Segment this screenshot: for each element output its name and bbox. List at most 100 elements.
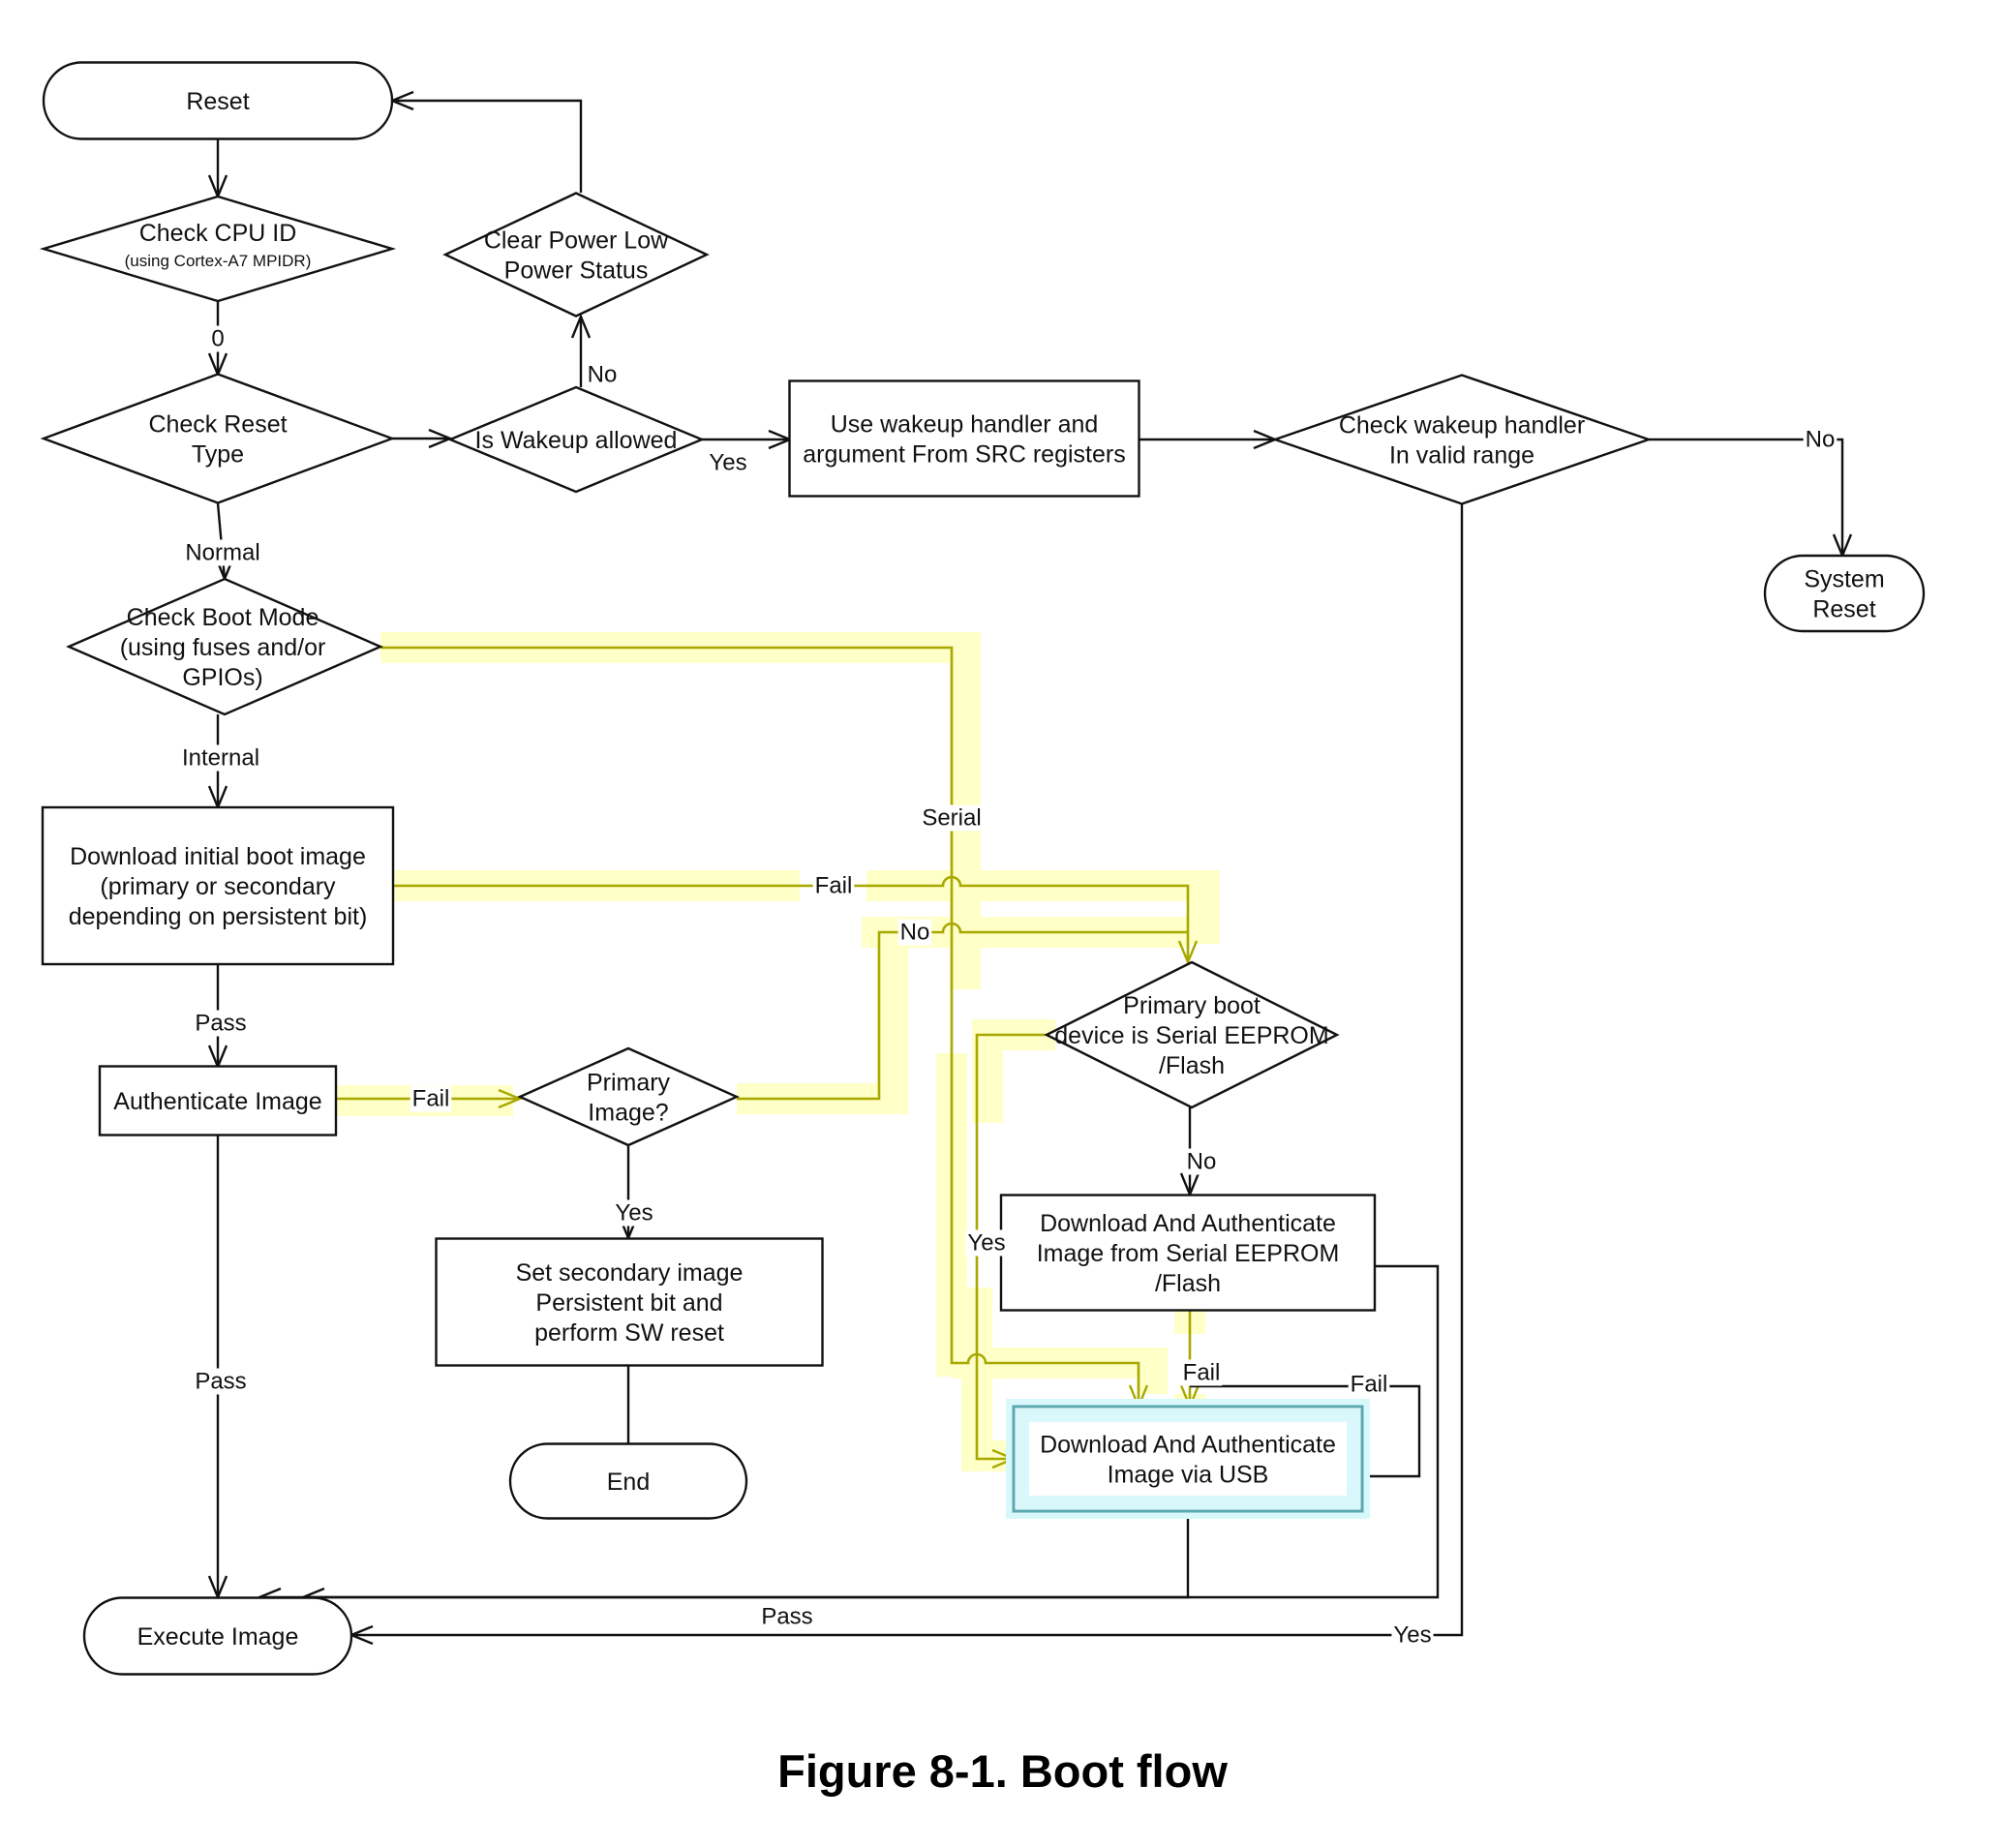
node-execute-image[interactable]: Execute Image — [82, 1596, 353, 1676]
edge-label-background — [193, 1010, 249, 1037]
node-sublabel: (using Cortex-A7 MPIDR) — [125, 252, 312, 270]
highlight-halo — [972, 1019, 1055, 1123]
node-label: device is Serial EEPROM — [1054, 1022, 1328, 1049]
edge-label-background — [1348, 1371, 1390, 1398]
node-check-cpu-id[interactable]: Check CPU ID(using Cortex-A7 MPIDR) — [39, 195, 397, 303]
edge-clear-to-reset[interactable] — [388, 90, 583, 193]
edge-reset-to-cpu[interactable] — [207, 138, 228, 200]
edge-label-text: No — [1187, 1149, 1217, 1175]
edge-download-fail[interactable] — [392, 875, 1199, 966]
node-label: End — [607, 1469, 650, 1496]
edge-label-background — [410, 1085, 452, 1112]
terminator-shape — [42, 61, 394, 140]
edge-label-wakeup-yes: Yes — [709, 450, 746, 476]
node-label: /Flash — [1155, 1270, 1221, 1297]
node-end[interactable]: End — [508, 1442, 748, 1520]
node-label: In valid range — [1389, 442, 1534, 470]
edge-label-text: Fail — [1351, 1372, 1388, 1398]
node-label: (using fuses and/or — [120, 634, 326, 661]
decision-shape — [442, 192, 710, 318]
edge-line — [351, 503, 1464, 1637]
process-shape — [98, 1065, 338, 1136]
process-shape — [788, 379, 1140, 498]
edge-label-boot-device-yes: Yes — [965, 1229, 1008, 1257]
node-download-initial[interactable]: Download initial boot image(primary or s… — [41, 805, 395, 966]
terminator-shape — [508, 1442, 748, 1520]
terminator-shape — [82, 1596, 353, 1676]
edge-line — [303, 1511, 1190, 1599]
node-label: System — [1804, 566, 1884, 593]
figure-caption: Figure 8-1. Boot flow — [777, 1745, 1228, 1797]
node-label: Clear Power Low — [484, 227, 669, 255]
edge-label-text: Pass — [761, 1604, 812, 1630]
node-label: Image? — [588, 1100, 668, 1127]
node-label: Set secondary image — [516, 1259, 744, 1287]
node-authenticate-image[interactable]: Authenticate Image — [98, 1065, 338, 1136]
edge-label-text: No — [1806, 427, 1836, 453]
edge-label-text: Serial — [922, 805, 981, 832]
edge-label-text: No — [900, 920, 930, 946]
edge-label-usb-pass: Pass — [759, 1603, 815, 1630]
edge-label-background — [585, 361, 620, 388]
edge-label-text: Internal — [182, 745, 259, 772]
node-label: depending on persistent bit) — [69, 903, 368, 930]
edge-range-no[interactable] — [1649, 438, 1853, 560]
edge-label-auth-fail: Fail — [410, 1085, 452, 1112]
arrowhead — [570, 313, 592, 339]
edge-reset-type-to-wakeup[interactable] — [392, 428, 454, 449]
node-label: Image from Serial EEPROM — [1037, 1240, 1340, 1267]
edge-usb-pass[interactable] — [303, 1511, 1190, 1599]
edge-label-text: 0 — [211, 326, 224, 352]
edge-primary-image-no[interactable] — [737, 922, 1188, 1101]
edge-label-text: Fail — [412, 1086, 450, 1112]
node-reset[interactable]: Reset — [42, 61, 394, 140]
edge-label-background — [209, 325, 227, 352]
edge-auth-pass[interactable] — [207, 1136, 228, 1601]
edge-label-background — [1803, 426, 1838, 453]
edge-label-text: Yes — [709, 450, 746, 476]
node-label: Primary boot — [1123, 992, 1261, 1019]
edge-handler-to-range[interactable] — [1139, 429, 1279, 450]
edge-line — [1190, 1384, 1421, 1478]
selection-inner-border — [1016, 1409, 1360, 1509]
highlight-halo — [737, 934, 908, 1114]
edge-label-background — [613, 1199, 655, 1227]
edge-usb-fail[interactable] — [1190, 1384, 1421, 1478]
edge-label-range-no: No — [1803, 426, 1838, 453]
edge-label-cpu-to-reset-type: 0 — [209, 325, 227, 352]
edge-wakeup-yes[interactable] — [702, 429, 794, 450]
node-label: Use wakeup handler and — [831, 411, 1099, 439]
arrowhead — [1177, 940, 1199, 966]
decision-shape — [39, 195, 397, 303]
edge-label-reset-type-normal: Normal — [183, 539, 262, 566]
edge-line — [737, 922, 1188, 1101]
node-label: argument From SRC registers — [803, 441, 1125, 469]
decision-shape — [1271, 374, 1653, 505]
edge-label-range-yes: Yes — [1391, 1621, 1434, 1649]
node-is-wakeup-allowed[interactable]: Is Wakeup allowed — [446, 385, 706, 494]
decision-shape — [1044, 960, 1340, 1109]
edge-label-primary-image-yes: Yes — [613, 1199, 655, 1227]
edge-label-text: Fail — [1183, 1360, 1221, 1386]
edge-label-download-pass: Pass — [193, 1010, 249, 1037]
edge-label-background — [1391, 1621, 1434, 1649]
node-label: perform SW reset — [534, 1319, 724, 1347]
edge-label-usb-fail: Fail — [1348, 1371, 1390, 1398]
decision-shape — [446, 385, 706, 494]
edge-label-background — [1184, 1148, 1219, 1175]
edge-label-background — [897, 919, 932, 946]
edge-wakeup-no[interactable] — [570, 313, 592, 387]
node-label: Is Wakeup allowed — [475, 427, 678, 454]
